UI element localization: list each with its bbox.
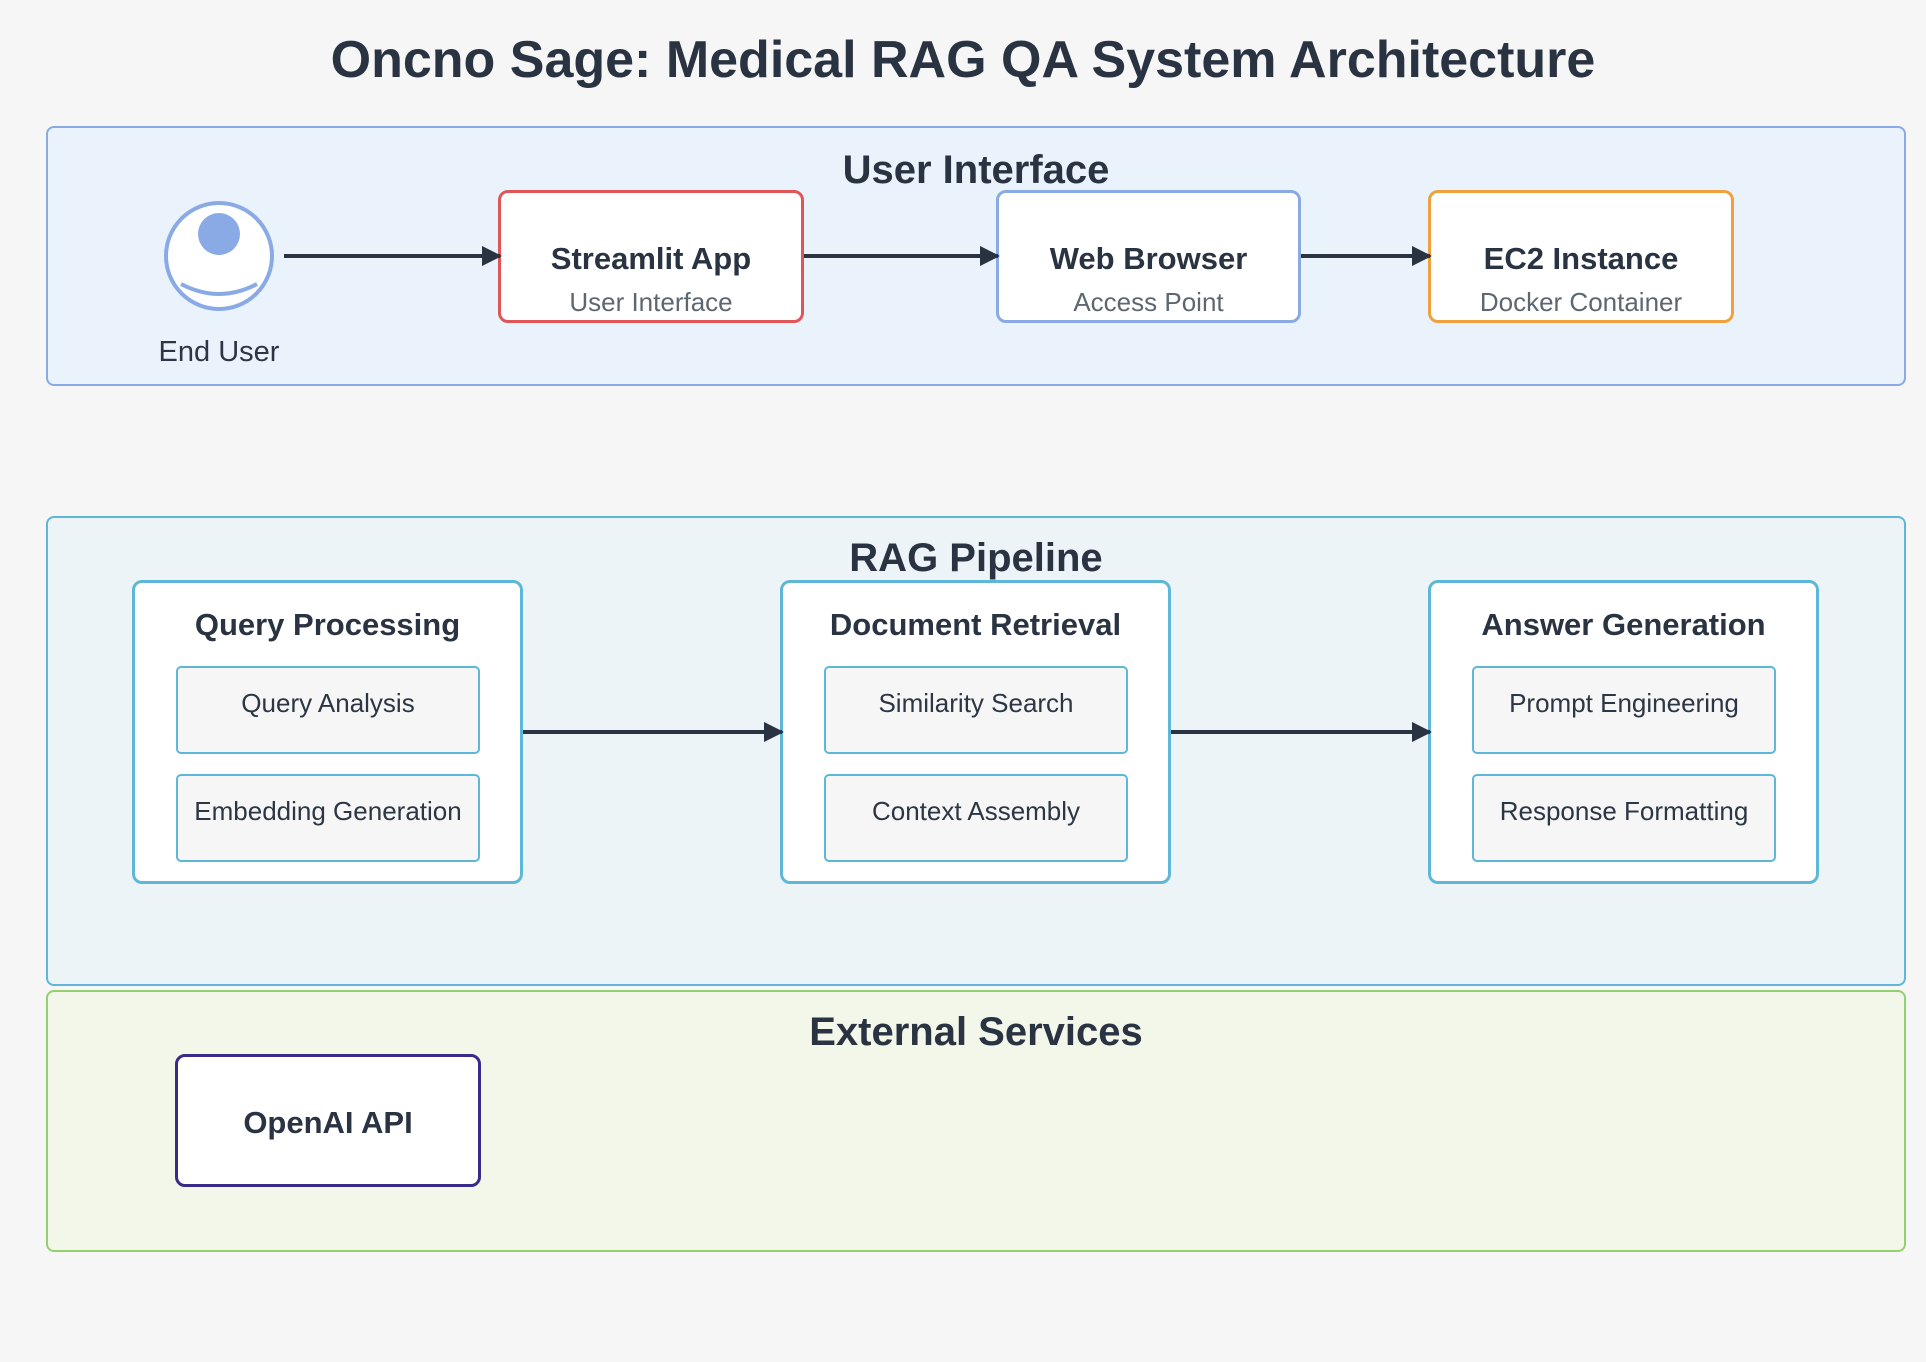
query-analysis-step: Query Analysis	[176, 666, 480, 754]
user-icon	[163, 200, 275, 312]
stage-title: Answer Generation	[1481, 607, 1766, 642]
rag-pipeline-group-title: RAG Pipeline	[849, 536, 1103, 580]
node-subtitle: User Interface	[569, 287, 733, 317]
embedding-generation-step: Embedding Generation	[176, 774, 480, 862]
ec2-instance-node: EC2 Instance Docker Container	[1428, 190, 1734, 323]
diagram-title: Oncno Sage: Medical RAG QA System Archit…	[330, 31, 1596, 89]
external-services-group-title: External Services	[809, 1010, 1143, 1054]
node-title: Web Browser	[1049, 241, 1248, 276]
node-subtitle: Docker Container	[1479, 287, 1683, 317]
web-browser-node: Web Browser Access Point	[996, 190, 1301, 323]
node-title: Streamlit App	[550, 241, 752, 276]
streamlit-app-node: Streamlit App User Interface	[498, 190, 804, 323]
similarity-search-step: Similarity Search	[824, 666, 1128, 754]
node-title: EC2 Instance	[1483, 241, 1679, 276]
user-interface-group-title: User Interface	[842, 148, 1110, 192]
node-title: OpenAI API	[243, 1105, 413, 1140]
stage-title: Document Retrieval	[829, 607, 1122, 642]
stage-title: Query Processing	[194, 607, 461, 642]
context-assembly-step: Context Assembly	[824, 774, 1128, 862]
end-user-label: End User	[158, 336, 280, 368]
response-formatting-step: Response Formatting	[1472, 774, 1776, 862]
node-subtitle: Access Point	[1073, 287, 1224, 317]
openai-api-node: OpenAI API	[175, 1054, 481, 1187]
prompt-engineering-step: Prompt Engineering	[1472, 666, 1776, 754]
